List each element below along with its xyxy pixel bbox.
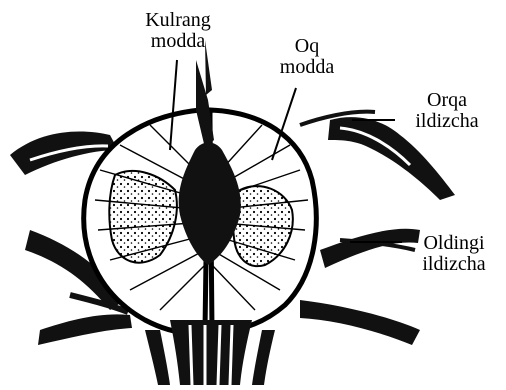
white-matter-label-line2: modda [262,57,352,78]
white-matter-label-line1: Oq [262,36,352,57]
grey-matter-label-line2: modda [118,31,238,52]
anterior-root-label-line2: ildizcha [402,254,506,275]
posterior-root-label-line2: ildizcha [388,111,506,132]
posterior-root-label: Orqa ildizcha [388,90,506,132]
grey-matter-label: Kulrang modda [118,10,238,52]
anterior-root-label-line1: Oldingi [402,233,506,254]
white-matter-label: Oq modda [262,36,352,78]
anterior-root-label: Oldingi ildizcha [402,233,506,275]
grey-matter-label-line1: Kulrang [118,10,238,31]
posterior-root-label-line1: Orqa [388,90,506,111]
